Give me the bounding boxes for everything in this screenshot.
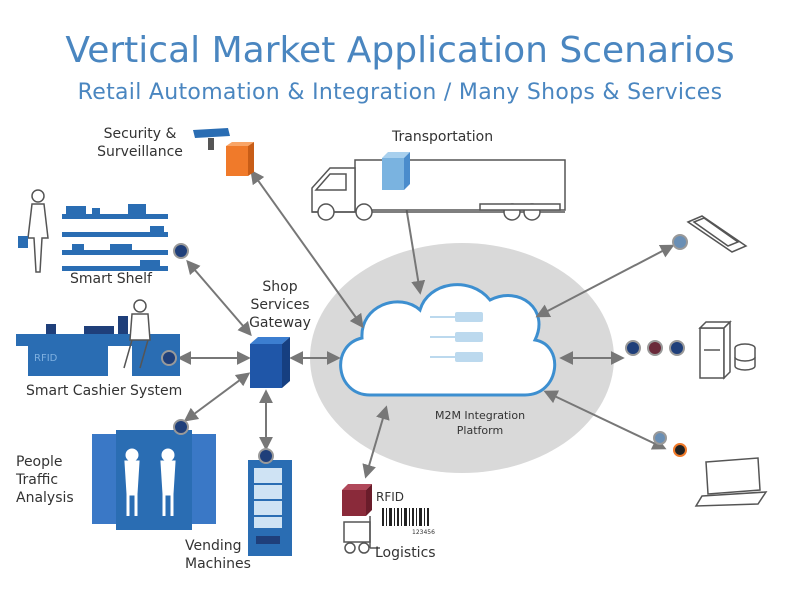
m2m-label-line2: Platform xyxy=(456,424,504,437)
page-title: Vertical Market Application Scenarios xyxy=(65,30,735,71)
shelf-icon xyxy=(62,204,168,271)
rfid-box-icon xyxy=(342,484,372,516)
people-sensor-icon xyxy=(173,419,189,435)
security-label-line1: Security & xyxy=(103,126,177,142)
truck-icon xyxy=(311,159,566,221)
vending-label: Vending Machines xyxy=(185,537,251,573)
cloud-icon xyxy=(339,283,557,397)
gateway-label-line2: Services xyxy=(250,297,310,313)
smartphone-icon xyxy=(686,215,748,253)
cashier-rfid-label: RFID xyxy=(34,353,58,364)
security-camera-icon xyxy=(193,128,254,176)
forklift-icon xyxy=(343,516,380,554)
transportation-label: Transportation xyxy=(392,129,494,145)
vending-sensor-icon xyxy=(258,448,274,464)
shelf-sensor-icon xyxy=(173,243,189,259)
barcode-icon xyxy=(380,508,430,526)
server-sensors-icon xyxy=(625,340,685,356)
people-label: People Traffic Analysis xyxy=(16,453,74,507)
smart-shelf-label: Smart Shelf xyxy=(70,271,152,287)
m2m-label: M2M Integration Platform xyxy=(420,408,540,438)
people-label-line3: Analysis xyxy=(16,490,74,506)
gateway-server-icon xyxy=(250,337,290,388)
database-icon xyxy=(734,343,756,371)
barcode-number: 123456 xyxy=(412,529,435,536)
vending-label-line2: Machines xyxy=(185,556,251,572)
gateway-label: Shop Services Gateway xyxy=(240,278,320,332)
vending-label-line1: Vending xyxy=(185,538,242,554)
cashier-person-icon xyxy=(123,299,151,369)
people-label-line1: People xyxy=(16,454,63,470)
transport-container-icon xyxy=(382,152,410,190)
people-label-line2: Traffic xyxy=(16,472,59,488)
phone-sensor-icon xyxy=(672,234,688,250)
server-icon xyxy=(698,320,732,380)
rfid-label: RFID xyxy=(376,490,405,504)
gateway-label-line1: Shop xyxy=(262,279,298,295)
cashier-label: Smart Cashier System xyxy=(26,383,183,399)
cashier-sensor-icon xyxy=(161,350,177,366)
security-label-line2: Surveillance xyxy=(97,144,183,160)
shopper-silhouette-icon xyxy=(18,189,49,273)
page-subtitle: Retail Automation & Integration / Many S… xyxy=(77,80,723,105)
m2m-label-line1: M2M Integration xyxy=(434,409,526,422)
laptop-sensors-icon xyxy=(653,431,687,457)
security-label: Security & Surveillance xyxy=(80,125,200,161)
door-gate-icon xyxy=(92,430,216,530)
cashier-counter-icon xyxy=(16,316,180,376)
laptop-icon xyxy=(694,457,768,507)
vending-machine-icon xyxy=(248,460,292,556)
connection-arrows xyxy=(177,169,675,479)
gateway-label-line3: Gateway xyxy=(249,315,311,331)
logistics-label: Logistics xyxy=(375,545,436,561)
